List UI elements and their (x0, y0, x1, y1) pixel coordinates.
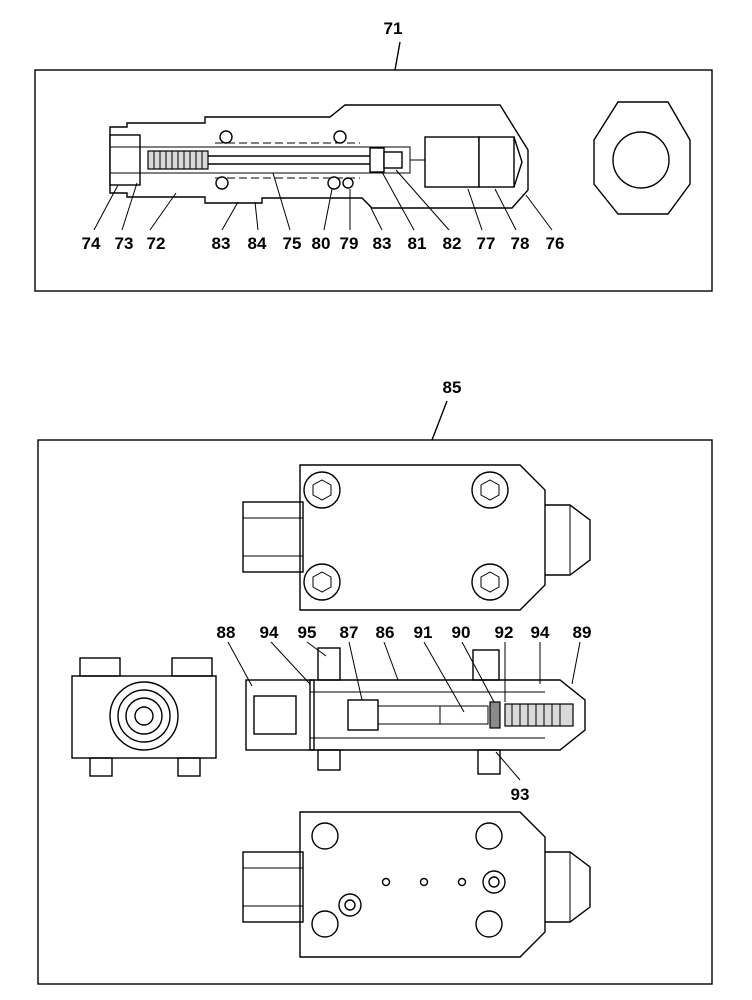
part-label: 84 (248, 234, 267, 253)
pilot-hole (381, 877, 391, 887)
part-label: 95 (298, 623, 317, 642)
spring (504, 703, 574, 727)
assembly-85-number: 85 (443, 378, 462, 397)
o-ring (333, 130, 347, 144)
part-label: 83 (373, 234, 392, 253)
block-body-top (299, 464, 546, 611)
valve-block-section (245, 647, 586, 775)
part-label: 74 (82, 234, 101, 253)
part-label: 87 (340, 623, 359, 642)
part-label: 89 (573, 623, 592, 642)
assembly-85-labels: 88 94 95 87 86 91 90 92 94 89 93 (217, 623, 592, 804)
assembly-71-leaders (93, 169, 553, 231)
port-inner (134, 706, 154, 726)
plug (424, 136, 480, 188)
block-body-bottom (299, 811, 546, 958)
mounting-hole (311, 822, 339, 850)
part-label: 72 (147, 234, 166, 253)
part-label: 94 (531, 623, 550, 642)
valve-block-top-view (242, 464, 591, 611)
part-label: 94 (260, 623, 279, 642)
end-view-body (71, 675, 217, 759)
port (338, 893, 362, 917)
part-label: 76 (546, 234, 565, 253)
mounting-hole (311, 910, 339, 938)
part-label: 86 (376, 623, 395, 642)
mounting-hole (475, 910, 503, 938)
port-outer (109, 681, 179, 751)
block-body-section (309, 679, 586, 751)
part-label: 75 (283, 234, 302, 253)
relief-valve-section (109, 104, 529, 209)
hex-bore (612, 131, 670, 189)
part-label: 93 (511, 785, 530, 804)
assembly-71: 71 (34, 19, 713, 292)
part-label: 78 (511, 234, 530, 253)
o-ring (327, 176, 341, 190)
bolt-head (303, 471, 341, 509)
spool (377, 705, 489, 725)
bolt-head (471, 471, 509, 509)
part-label: 81 (408, 234, 427, 253)
assembly-85-leader (431, 400, 448, 441)
mounting-hole (475, 822, 503, 850)
pilot-hole (419, 877, 429, 887)
assembly-71-frame (34, 69, 713, 292)
part-label: 90 (452, 623, 471, 642)
plunger (347, 699, 379, 731)
part-label: 79 (340, 234, 359, 253)
assembly-85-frame (37, 439, 713, 985)
part-label: 73 (115, 234, 134, 253)
assembly-71-number: 71 (384, 19, 403, 38)
part-label: 91 (414, 623, 433, 642)
part-label: 83 (212, 234, 231, 253)
o-ring (215, 176, 229, 190)
part-label: 88 (217, 623, 236, 642)
assembly-71-leader (394, 41, 401, 71)
backup-ring (342, 177, 354, 189)
pilot-hole (457, 877, 467, 887)
adjusting-nut (109, 134, 141, 186)
poppet (478, 136, 515, 188)
assembly-85: 85 (37, 378, 713, 985)
bolt-head (303, 563, 341, 601)
o-ring (219, 130, 233, 144)
seat (369, 147, 385, 173)
port (482, 870, 506, 894)
spring (147, 150, 209, 170)
assembly-71-labels: 74 73 72 83 84 75 80 79 83 81 82 77 78 7… (82, 234, 565, 253)
part-label: 80 (312, 234, 331, 253)
seat (489, 701, 501, 729)
bolt-head (471, 563, 509, 601)
part-label: 92 (495, 623, 514, 642)
part-label: 82 (443, 234, 462, 253)
hex-nut-end-view (593, 101, 691, 215)
valve-housing (109, 104, 529, 209)
assembly-85-leaders (227, 641, 581, 781)
part-label: 77 (477, 234, 496, 253)
valve-block-bottom-view (242, 811, 591, 958)
valve-block-end-view (71, 657, 217, 777)
hex-outline (593, 101, 691, 215)
